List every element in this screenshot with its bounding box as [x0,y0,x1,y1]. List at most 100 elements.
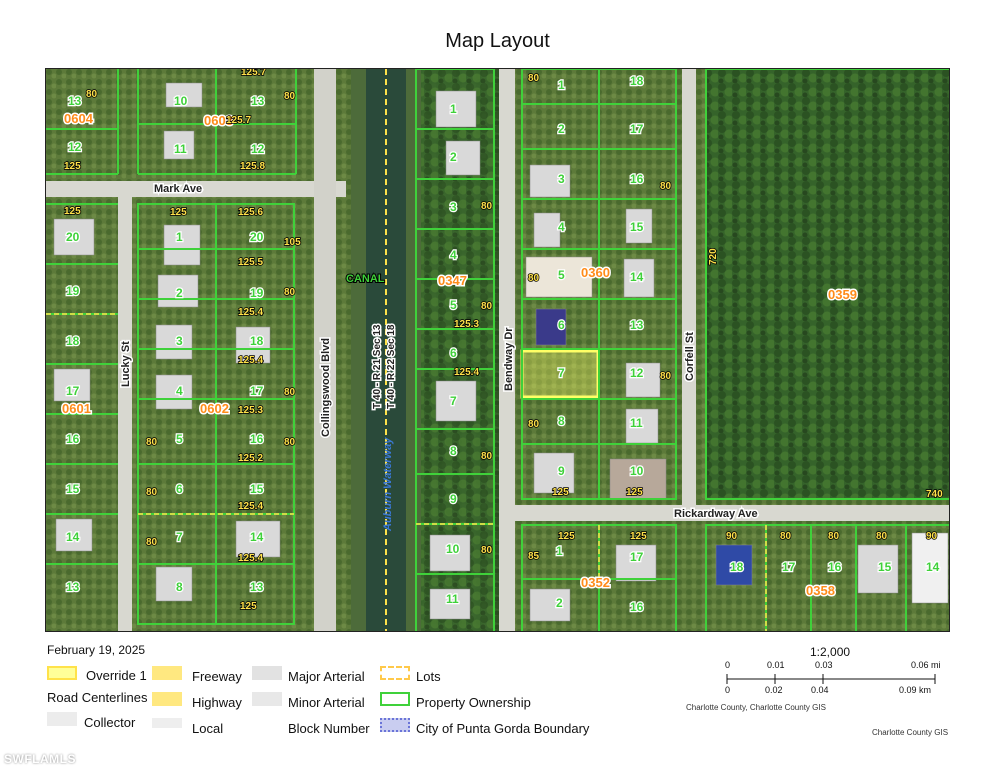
lot-number: 20 [250,230,264,244]
legend-major-arterial: Major Arterial [288,669,365,684]
house [155,566,193,602]
lot-number: 9 [558,464,565,478]
dim-label: 80 [780,531,792,542]
legend-city-boundary: City of Punta Gorda Boundary [416,721,590,736]
house [533,212,561,248]
scale-km-3: 0.09 km [899,685,932,695]
dim-label: 125 [240,601,257,612]
lot-number: 6 [176,482,183,496]
dim-label: 125.5 [238,257,263,268]
lot-number: 2 [558,122,565,136]
parcel-block [415,69,495,631]
lot-number: 16 [828,560,842,574]
legend-road-centerlines: Road Centerlines [47,690,148,705]
dim-label: 125 [630,531,647,542]
scale-mi-0: 0 [725,660,731,670]
lot-number: 17 [630,550,644,564]
dim-label: 90 [726,531,738,542]
lot-number: 15 [66,482,80,496]
lot-number: 13 [251,94,265,108]
lot-lines [46,313,767,631]
legend-property-ownership: Property Ownership [416,695,531,710]
lot-number: 12 [251,142,265,156]
block-number: 0358 [806,583,835,598]
house [165,82,203,108]
lot-number: 14 [250,530,264,544]
dim-label: 125.7 [241,69,266,78]
collingswood-road[interactable] [314,69,336,632]
corfell-road[interactable] [682,69,696,509]
lot-number: 20 [66,230,80,244]
dim-label: 125.4 [238,501,263,512]
scale-ratio: 1:2,000 [810,645,851,659]
legend-override: Override 1 [86,668,147,683]
lot-number: 10 [446,542,460,556]
lot-number: 1 [450,102,457,116]
dim-label: 125.8 [240,161,265,172]
scale-km-1: 0.02 [765,685,783,695]
lot-number: 15 [250,482,264,496]
dim-label: 125.3 [238,405,263,416]
legend-collector: Collector [84,715,136,730]
block-number: 0347 [438,273,467,288]
lot-number: 2 [176,286,183,300]
dim-label: 80 [284,437,296,448]
collector-swatch [47,712,77,726]
lot-number: 3 [450,200,457,214]
dim-label: 125 [64,161,81,172]
house [445,140,481,176]
map-frame[interactable]: Mark Ave Lucky St Collingswood Blvd Bend… [45,68,950,632]
watermark: SWFLAMLS [4,752,76,766]
house [235,326,271,364]
lot-number: 12 [630,366,644,380]
scale-mi-1: 0.01 [767,660,785,670]
house [615,544,657,582]
lot-number: 18 [66,334,80,348]
block-number: 0359 [828,287,857,302]
lot-number: 10 [174,94,188,108]
survey-label-1: T 40 - R 21 Sec 13 [372,324,383,409]
lucky-st-road[interactable] [118,197,132,632]
lot-number: 14 [630,270,644,284]
lot-number: 5 [450,298,457,312]
lot-number: 14 [66,530,80,544]
house [625,208,653,244]
lot-number: 6 [450,346,457,360]
dim-label: 125.4 [238,307,263,318]
house [163,130,195,160]
lot-number: 16 [250,432,264,446]
forest-area [706,69,949,499]
lot-number: 4 [558,220,565,234]
lot-number: 17 [630,122,644,136]
lot-number: 11 [630,416,643,430]
legend-freeway: Freeway [192,669,242,684]
lot-number: 18 [630,74,644,88]
dim-label: 80 [876,531,888,542]
dim-label: 125.7 [226,115,251,126]
house [529,588,571,622]
page-title: Map Layout [445,30,550,52]
lot-number: 15 [630,220,644,234]
canal-label: CANAL [346,273,385,285]
dim-label: 80 [660,371,672,382]
rickardway-road[interactable] [499,505,950,521]
street-collingswood: Collingswood Blvd [320,338,332,437]
parcel-forest [705,69,949,500]
aerial-map[interactable]: Mark Ave Lucky St Collingswood Blvd Bend… [46,69,950,632]
lot-number: 18 [730,560,744,574]
lot-number: 16 [630,172,644,186]
parcel-lines [46,69,949,631]
dim-label: 720 [708,248,719,265]
street-labels: Mark Ave Lucky St Collingswood Blvd Bend… [119,182,760,533]
street-bendway: Bendway Dr [503,327,515,391]
lot-number: 19 [250,286,264,300]
mark-ave-road[interactable] [46,181,346,197]
dim-label: 125 [558,531,575,542]
dim-label: 80 [146,487,158,498]
street-corfell: Corfell St [684,332,696,381]
bendway-road[interactable] [499,69,515,632]
major-arterial-swatch [252,666,282,680]
lot-number: 10 [630,464,644,478]
legend-minor-arterial: Minor Arterial [288,695,365,710]
lot-number: 1 [556,544,563,558]
